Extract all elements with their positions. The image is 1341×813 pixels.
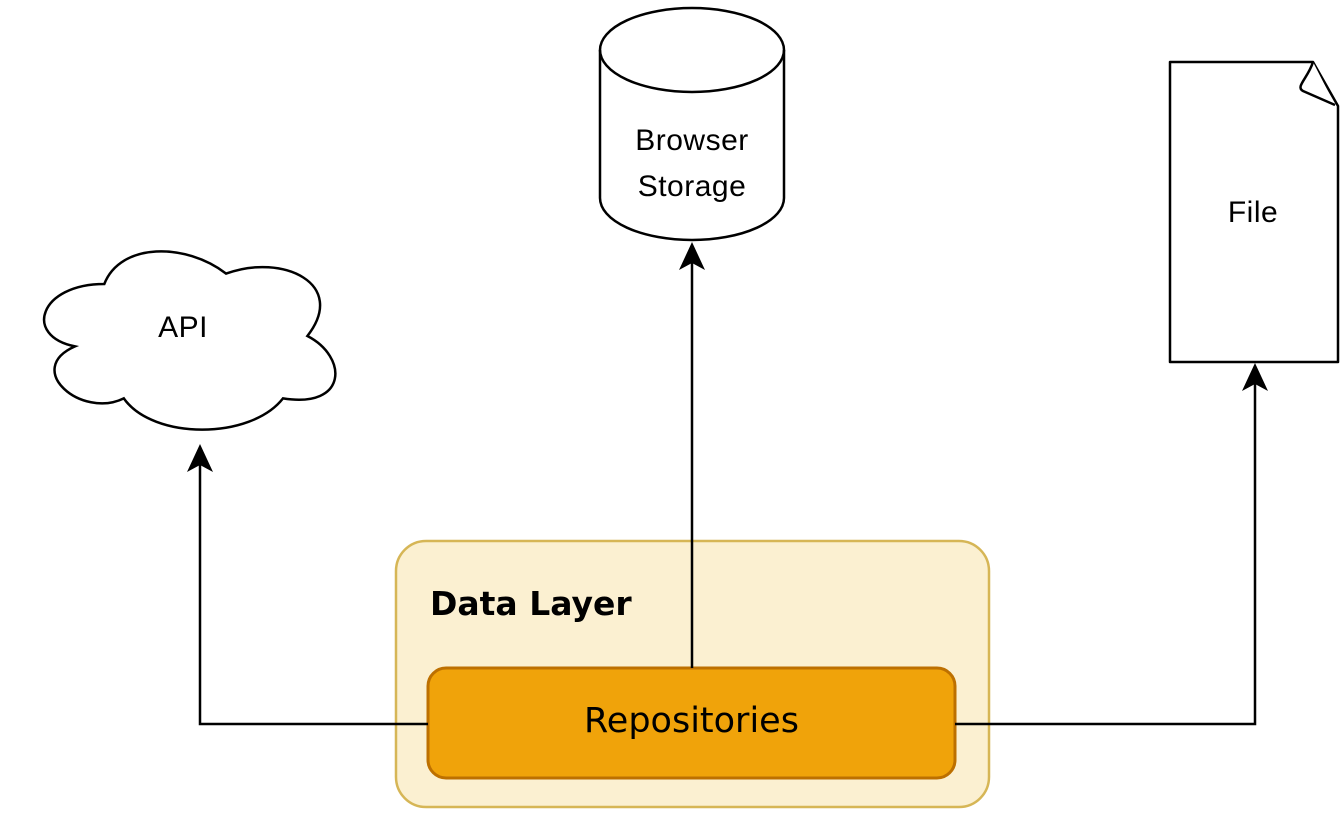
browser-storage-label: Browser Storage [635, 124, 749, 203]
data-layer-label: Data Layer [430, 584, 632, 623]
file-folded-corner [1299, 61, 1336, 107]
arrowhead-api [187, 444, 213, 472]
edge-repositories-to-file [955, 363, 1268, 726]
api-label: API [158, 311, 208, 344]
browser-storage-cylinder-shape [598, 6, 786, 242]
arrowhead-browser-storage [679, 242, 705, 270]
browser-storage-cylinder-lid [598, 49, 786, 94]
repositories-label: Repositories [584, 701, 799, 741]
arrowhead-file [1242, 363, 1268, 391]
edge-repositories-to-api [187, 444, 428, 726]
file-document-shape [1168, 60, 1340, 364]
file-label: File [1227, 196, 1279, 229]
api-cloud-shape [42, 250, 337, 431]
edge-repositories-to-browser-storage [679, 242, 705, 668]
